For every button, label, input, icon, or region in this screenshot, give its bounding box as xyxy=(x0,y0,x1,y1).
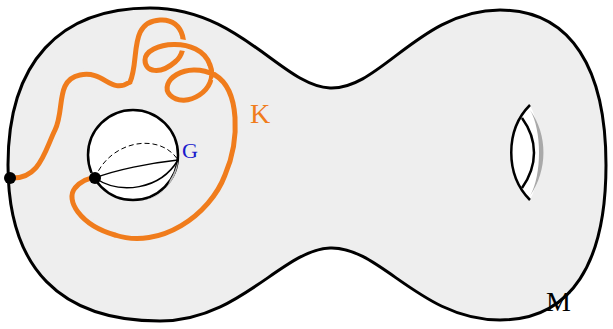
knot-strand xyxy=(115,75,235,239)
outer-endpoint xyxy=(4,172,16,184)
inner-endpoint xyxy=(89,172,101,184)
knot-casing xyxy=(72,178,115,235)
ball-lower-arc xyxy=(95,160,178,188)
knot-label: K xyxy=(250,100,270,128)
handle-shading xyxy=(530,110,544,196)
sphere-label: G xyxy=(182,140,198,162)
handle-outer-arc xyxy=(511,105,530,200)
knot-segment xyxy=(167,65,215,100)
handle-inner-arc xyxy=(522,118,534,188)
knot-casing xyxy=(10,74,130,178)
removed-ball xyxy=(88,110,178,200)
knot-group xyxy=(10,20,235,239)
knot-casing xyxy=(167,65,215,100)
ball-back-arc xyxy=(95,143,178,178)
knot-segment xyxy=(115,75,235,239)
knot-strand xyxy=(10,74,130,178)
knot-strand xyxy=(167,65,215,100)
manifold-label: M xyxy=(546,288,571,316)
manifold-outline xyxy=(8,8,606,321)
knot-casing xyxy=(115,75,235,239)
knot-strand xyxy=(72,178,115,235)
knot-segment xyxy=(72,178,115,235)
knot-segment xyxy=(10,74,130,178)
